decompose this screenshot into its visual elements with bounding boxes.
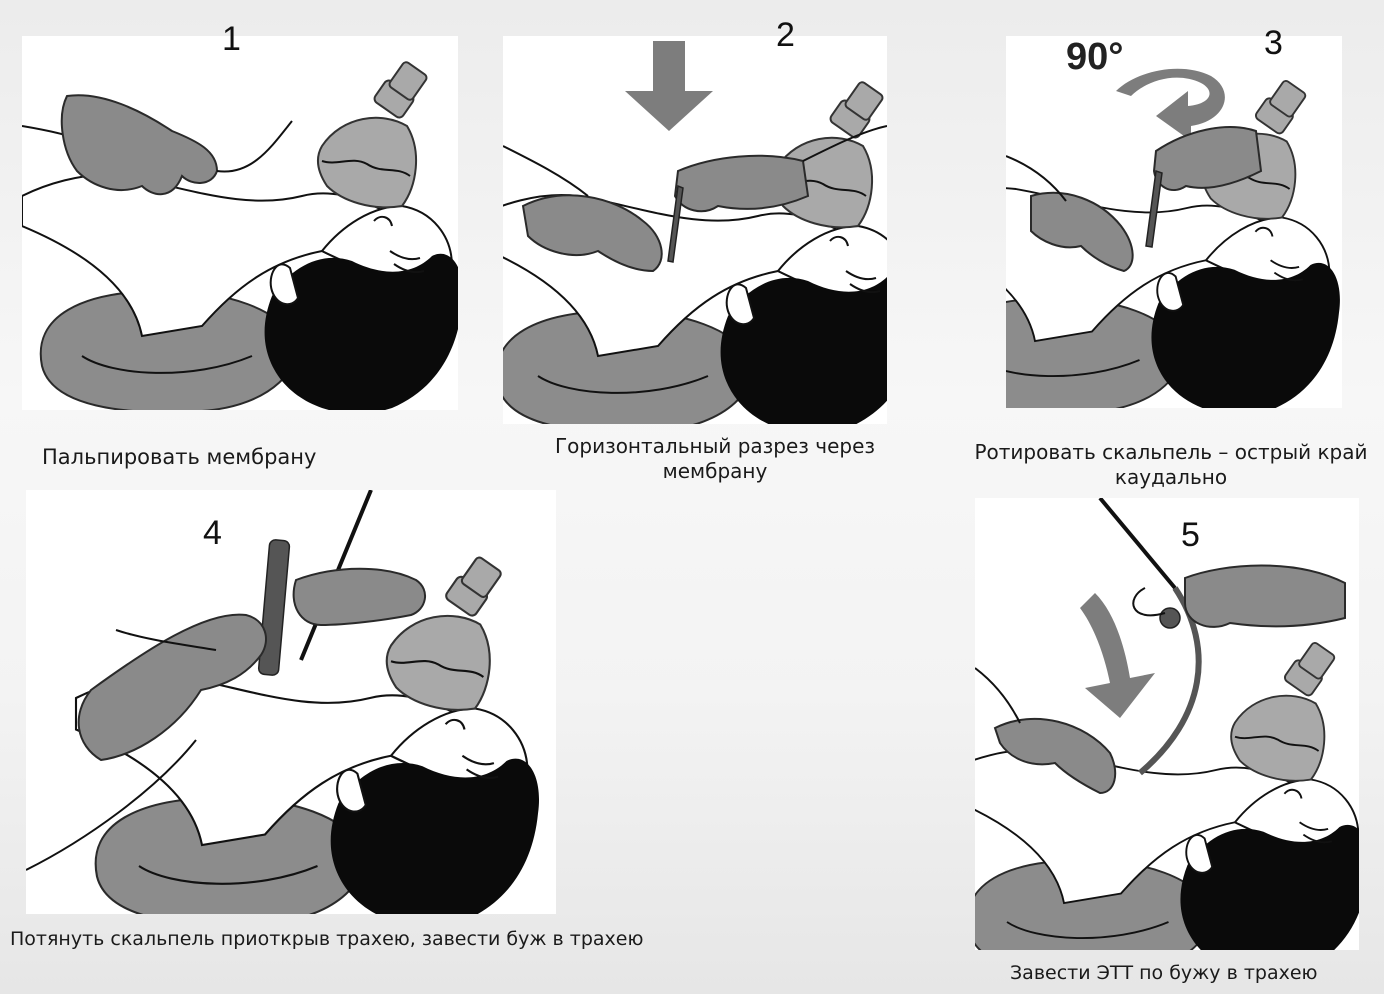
step-4-number: 4 bbox=[203, 516, 222, 550]
step-3-illustration bbox=[1006, 36, 1342, 408]
step-2-illustration bbox=[503, 36, 887, 424]
step-5-number: 5 bbox=[1181, 518, 1200, 552]
step-1-caption: Пальпировать мембрану bbox=[22, 444, 402, 470]
rotation-90-label: 90° bbox=[1066, 38, 1123, 76]
down-arrow-icon bbox=[625, 41, 713, 131]
step-1-illustration bbox=[22, 36, 458, 410]
curved-arrow-icon bbox=[1080, 593, 1155, 718]
step-4-illustration bbox=[26, 490, 556, 914]
step-2-number: 2 bbox=[776, 18, 795, 52]
step-5-illustration bbox=[975, 498, 1359, 950]
step-5-caption: Завести ЭТТ по бужу в трахею bbox=[1010, 962, 1380, 986]
step-3-number: 3 bbox=[1264, 26, 1283, 60]
step-1-number: 1 bbox=[222, 22, 241, 56]
step-2-caption: Горизонтальный разрез через мембрану bbox=[530, 434, 900, 484]
step-3-caption: Ротировать скальпель – острый край кауда… bbox=[958, 440, 1384, 490]
step-4-caption: Потянуть скальпель приоткрыв трахею, зав… bbox=[10, 928, 750, 952]
